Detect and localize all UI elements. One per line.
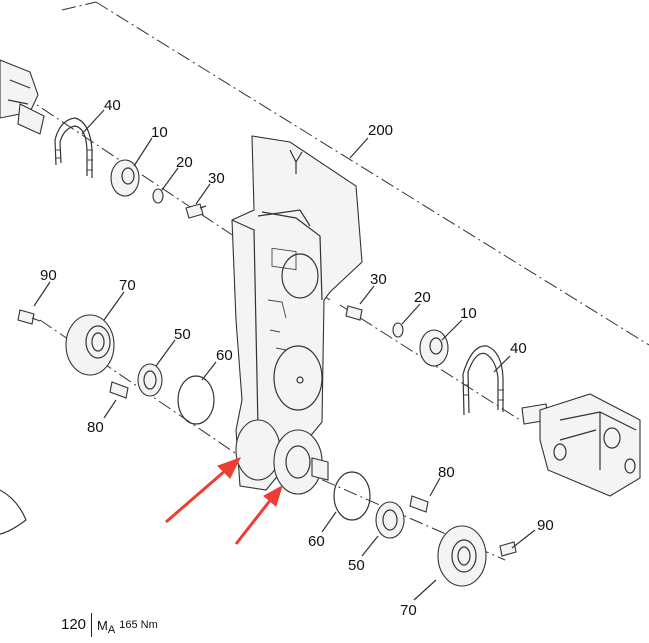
callout-80-left: 80 xyxy=(87,419,104,436)
callout-50-left: 50 xyxy=(174,326,191,343)
bearing-flange-left xyxy=(65,314,115,376)
callout-30-right: 30 xyxy=(370,271,387,288)
seal-left-50-inner xyxy=(143,370,157,390)
callout-40-top: 40 xyxy=(104,97,121,114)
motor-top-left xyxy=(0,59,45,135)
torque-part-number: 120 xyxy=(61,613,93,637)
torque-annotation: 120 MA 165 Nm xyxy=(61,612,158,638)
screw-right-90 xyxy=(499,541,517,557)
red-arrow-left xyxy=(165,468,227,524)
sprocket-top xyxy=(110,159,140,197)
callout-40-right: 40 xyxy=(510,340,527,357)
callout-80-right: 80 xyxy=(438,464,455,481)
torque-symbol: MA xyxy=(92,617,116,636)
callout-60-bottom: 60 xyxy=(308,533,325,550)
edge-fragment xyxy=(0,489,27,535)
callout-60-left: 60 xyxy=(216,347,233,364)
red-arrows xyxy=(165,457,283,545)
callout-70-bottom: 70 xyxy=(400,602,417,619)
washer-right xyxy=(392,322,404,338)
screw-left-90 xyxy=(17,309,41,325)
chain-top xyxy=(54,117,93,178)
boundary-dash-line xyxy=(61,1,649,346)
washer-top xyxy=(152,188,164,204)
lower-sprocket-assembly xyxy=(235,419,329,495)
callout-200: 200 xyxy=(368,122,393,139)
callout-50-bottom: 50 xyxy=(348,557,365,574)
oring-bottom-60 xyxy=(333,471,371,521)
torque-symbol-main: M xyxy=(97,617,108,633)
screw-top xyxy=(185,203,207,219)
callout-30-top: 30 xyxy=(208,170,225,187)
red-arrow-right xyxy=(234,497,274,545)
screw-right xyxy=(345,305,363,321)
callout-10-top: 10 xyxy=(151,124,168,141)
callout-90-right: 90 xyxy=(537,517,554,534)
screw-right-80 xyxy=(409,495,429,513)
oring-left-60 xyxy=(177,375,215,425)
callout-20-top: 20 xyxy=(176,154,193,171)
callout-90-left: 90 xyxy=(40,267,57,284)
chain-right xyxy=(462,345,504,416)
torque-symbol-sub: A xyxy=(107,623,116,636)
red-arrow-right-head xyxy=(263,484,283,507)
motor-right xyxy=(521,393,641,497)
sprocket-right xyxy=(419,329,449,367)
callout-20-right: 20 xyxy=(414,289,431,306)
leader-lines xyxy=(33,109,536,601)
bearing-flange-bottom xyxy=(437,525,487,587)
callout-10-right: 10 xyxy=(460,305,477,322)
seal-left-50 xyxy=(137,363,163,397)
torque-value: 165 Nm xyxy=(119,619,158,631)
screw-left-80 xyxy=(109,381,129,399)
callout-70-left: 70 xyxy=(119,277,136,294)
seal-bottom-50 xyxy=(375,501,405,539)
red-arrow-left-head xyxy=(217,457,242,479)
